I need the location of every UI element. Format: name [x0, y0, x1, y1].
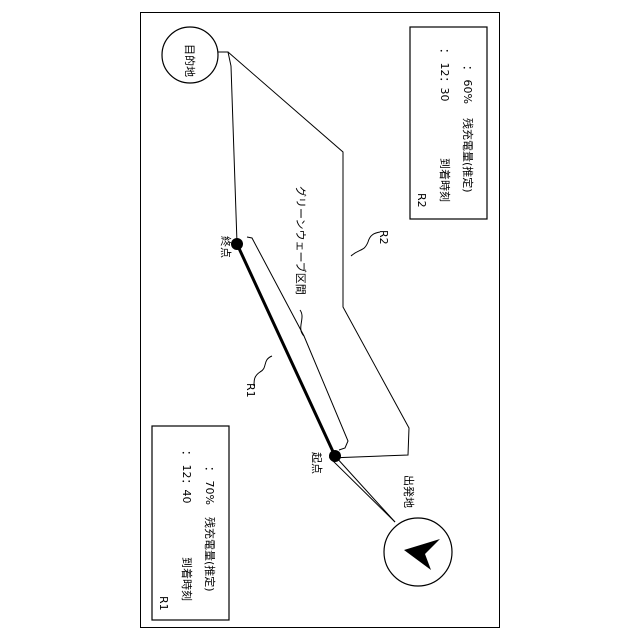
start-point-marker	[329, 450, 341, 462]
r1-charge-label: 残充電量(推定)	[203, 517, 217, 592]
r2-title: R2	[415, 193, 428, 208]
r1-arrival-label: 到着時刻	[180, 557, 194, 601]
r2-arrival-label: 到着時刻	[438, 158, 452, 202]
route-r1-green-wave-segment	[237, 244, 335, 456]
r1-title: R1	[157, 596, 170, 611]
route-r2-label: R2	[377, 230, 390, 245]
route-r1-upper	[218, 52, 237, 243]
route-r1-label: R1	[244, 383, 257, 398]
r1-charge-value: ： 70%	[203, 466, 216, 505]
start-point-label: 起点	[310, 452, 323, 474]
r2-charge-value: ： 60%	[461, 65, 474, 104]
green-wave-label: グリーンウェーブ区間	[294, 186, 308, 295]
route-r1-leader	[254, 356, 272, 386]
route-r1-lower	[335, 456, 395, 522]
route-r2-leader	[351, 232, 380, 256]
end-point-label: 終点	[219, 236, 233, 258]
r2-charge-label: 残充電量(推定)	[461, 118, 475, 193]
destination-label: 目的地	[183, 44, 197, 77]
r2-arrival-value: ： 12：30	[438, 48, 451, 102]
r1-arrival-value: ： 12：40	[180, 450, 193, 504]
origin-label: 出発地	[402, 475, 416, 508]
